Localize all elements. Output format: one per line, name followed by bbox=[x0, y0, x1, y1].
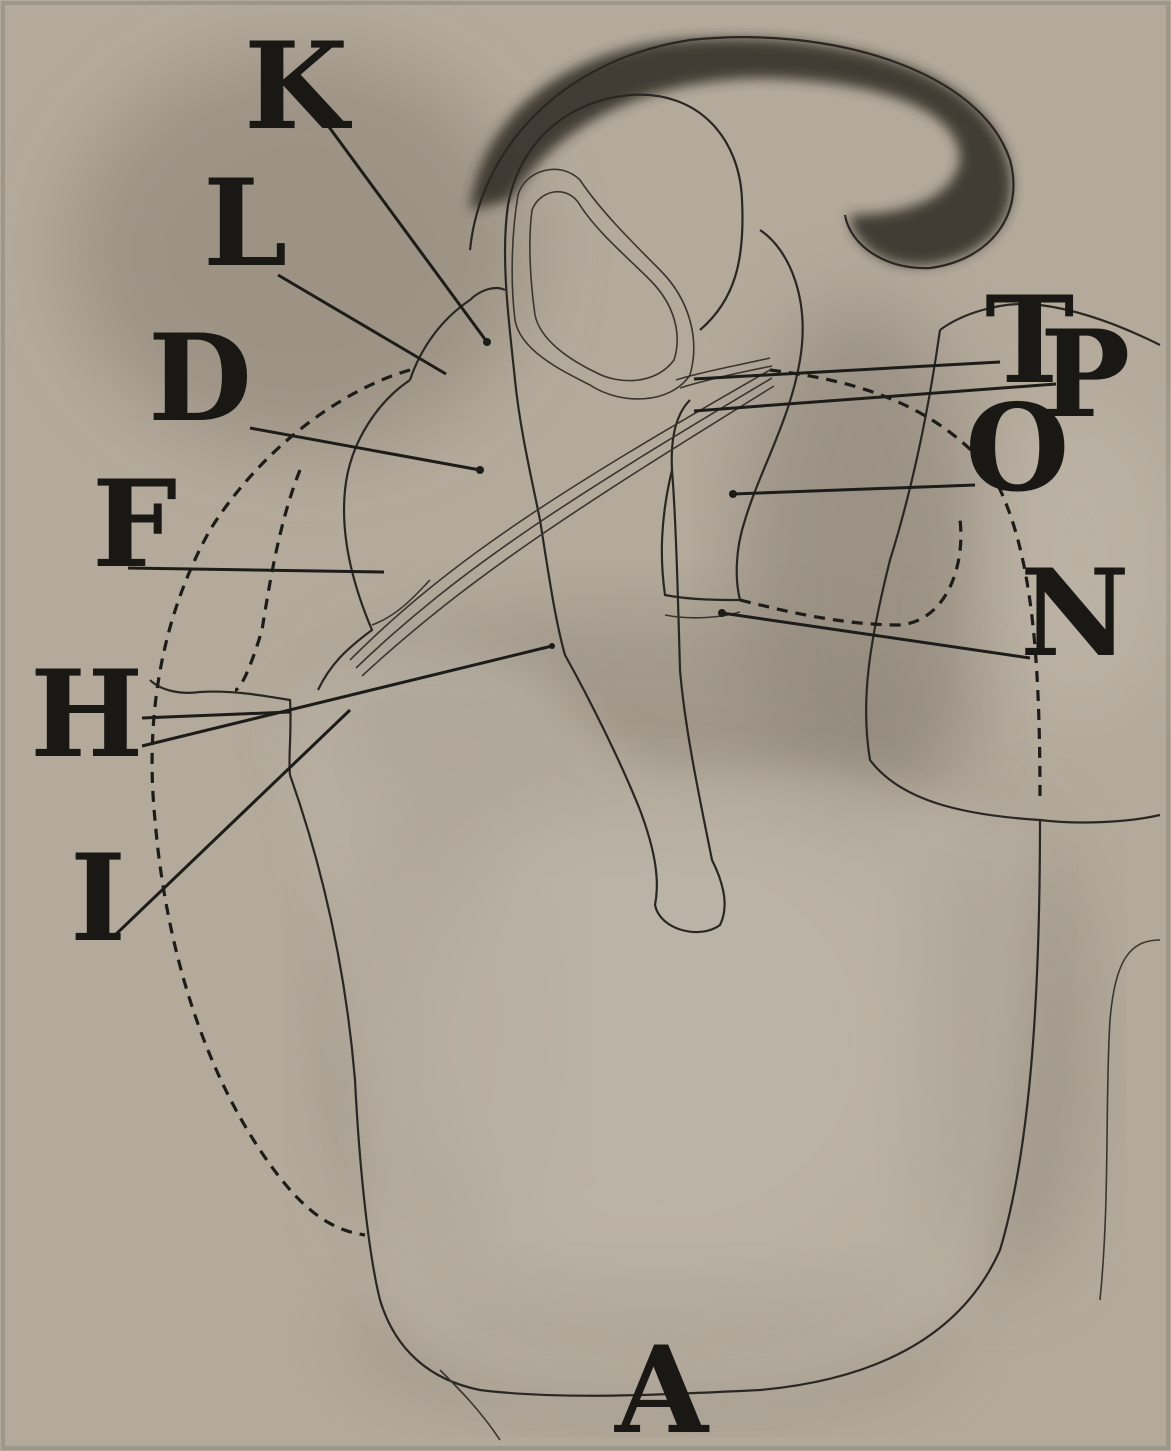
label-o: O bbox=[965, 378, 1070, 519]
label-l: L bbox=[203, 153, 287, 294]
label-i: I bbox=[70, 828, 126, 969]
label-k: K bbox=[244, 16, 352, 157]
label-h: H bbox=[30, 644, 143, 785]
label-f: F bbox=[92, 454, 177, 595]
label-a: A bbox=[614, 1320, 710, 1451]
label-d: D bbox=[148, 308, 252, 449]
label-n: N bbox=[1020, 543, 1130, 684]
